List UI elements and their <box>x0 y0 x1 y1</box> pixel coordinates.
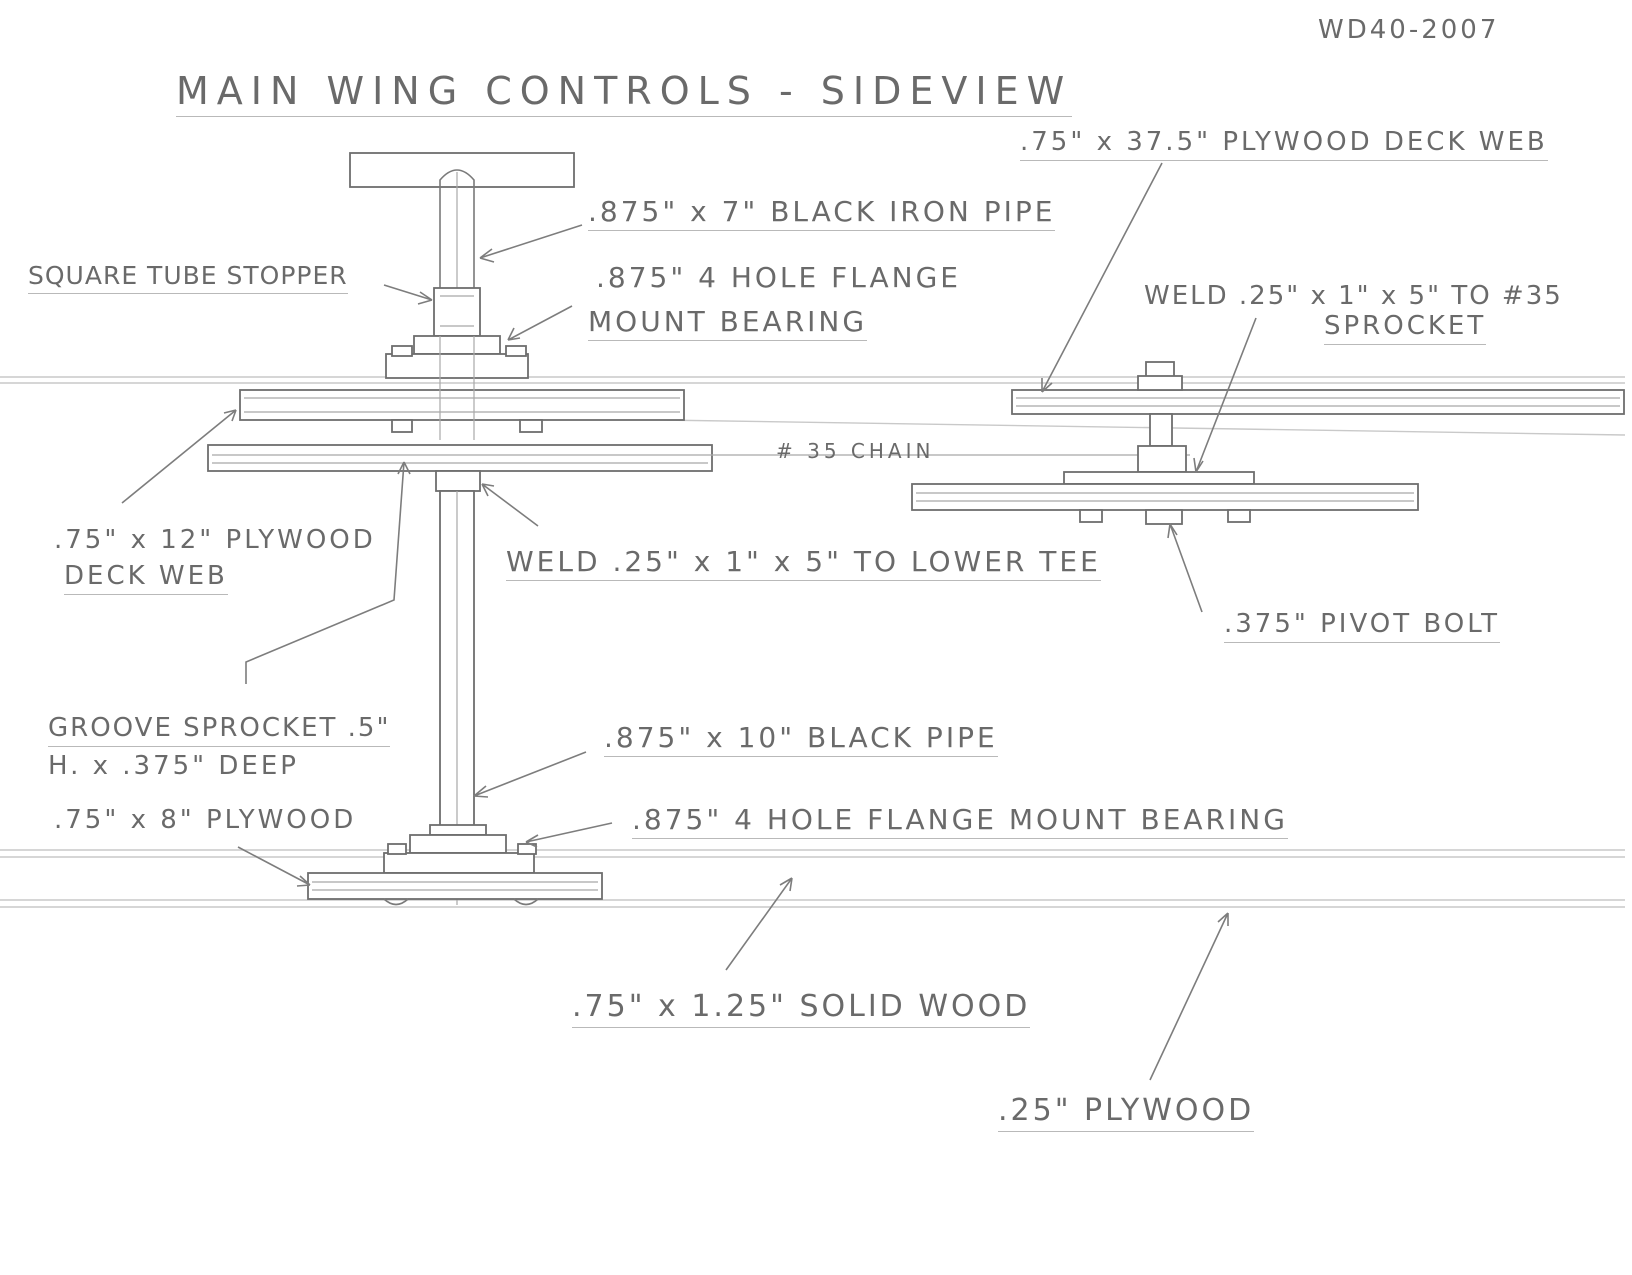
drawing-id: WD40-2007 <box>1318 15 1500 45</box>
callout-groove-sprocket-line2: H. x .375" DEEP <box>48 751 299 781</box>
callout-black-pipe: .875" x 10" BLACK PIPE <box>604 721 998 758</box>
left-deck-web <box>239 378 685 440</box>
page-title: MAIN WING CONTROLS - SIDEVIEW <box>176 69 1073 117</box>
lower-flange-bearing <box>383 824 537 874</box>
callout-groove-sprocket-line1: GROOVE SPROCKET .5" <box>48 713 391 747</box>
callout-deck-web-right: .75" x 37.5" PLYWOOD DECK WEB <box>1020 127 1548 161</box>
callout-chain: # 35 CHAIN <box>776 439 935 463</box>
callout-weld-sprocket-line1: WELD .25" x 1" x 5" TO #35 <box>1144 281 1563 311</box>
callout-weld-sprocket-line2: SPROCKET <box>1324 311 1487 345</box>
leader-lines <box>121 162 1257 1081</box>
construction-lines <box>0 376 1626 908</box>
callout-deck-web-left-line1: .75" x 12" PLYWOOD <box>54 525 376 555</box>
callout-upper-bearing-line2: MOUNT BEARING <box>588 305 868 342</box>
callout-iron-pipe: .875" x 7" BLACK IRON PIPE <box>588 195 1056 232</box>
callout-deck-web-left-line2: DECK WEB <box>64 561 228 595</box>
upper-flange-bearing <box>385 335 529 379</box>
callout-upper-bearing-line1: .875" 4 HOLE FLANGE <box>596 261 961 294</box>
left-sprocket-plate <box>207 444 1190 492</box>
callout-lower-bearing: .875" 4 HOLE FLANGE MOUNT BEARING <box>632 803 1288 840</box>
callout-pivot-bolt: .375" PIVOT BOLT <box>1224 609 1501 643</box>
callout-solid-wood: .75" x 1.25" SOLID WOOD <box>572 989 1031 1028</box>
right-deck-web <box>1011 389 1625 415</box>
base-plywood <box>307 872 603 906</box>
callout-plywood-8: .75" x 8" PLYWOOD <box>54 805 357 835</box>
callout-square-tube-stopper: SQUARE TUBE STOPPER <box>28 261 348 294</box>
right-sprocket-bolt <box>911 361 1419 525</box>
t-handle <box>349 152 575 290</box>
callout-weld-lower-tee: WELD .25" x 1" x 5" TO LOWER TEE <box>506 545 1101 582</box>
square-tube-stopper <box>433 287 481 337</box>
callout-plywood-quarter: .25" PLYWOOD <box>998 1093 1255 1132</box>
